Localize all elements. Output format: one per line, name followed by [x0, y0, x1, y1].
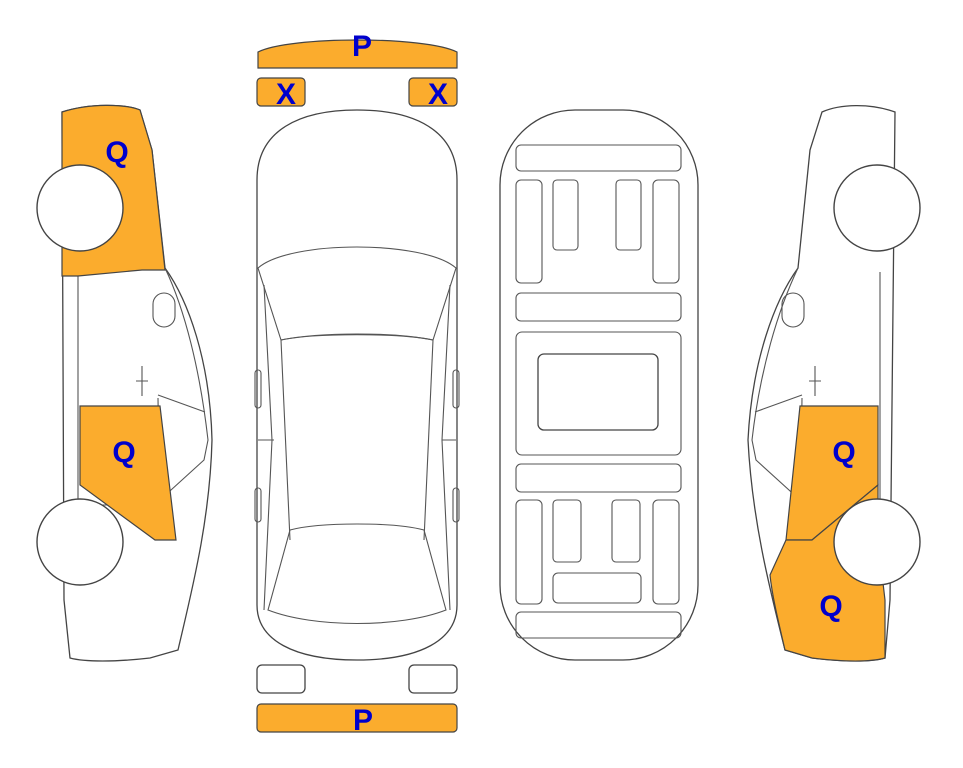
right-mirror-top [452, 369, 460, 409]
under-front-left-block [552, 179, 579, 251]
under-center-frame [515, 331, 682, 456]
rear-bumper-code: P [353, 704, 373, 737]
right-rear-mirror-top [452, 487, 460, 523]
left-side-front-handle [136, 366, 148, 396]
right-side-view: Q Q [747, 105, 921, 662]
right-rear-wheel [833, 498, 921, 586]
left-headlight-code: X [276, 78, 296, 111]
right-taillight [408, 664, 458, 694]
under-cross-bar-1 [515, 292, 682, 322]
left-side-mirror [152, 292, 176, 328]
right-headlight-panel[interactable] [408, 77, 458, 107]
top-body-outline [256, 109, 458, 661]
right-side-front-handle [809, 366, 821, 396]
right-rear-quarter-code: Q [819, 590, 842, 623]
right-side-mirror [781, 292, 805, 328]
left-rear-door-code: Q [112, 436, 135, 469]
left-taillight [256, 664, 306, 694]
under-center-plate [537, 353, 659, 431]
front-bumper-code: P [352, 30, 372, 63]
right-rear-door-code: Q [832, 436, 855, 469]
windshield-outline [257, 246, 457, 341]
under-rear-bar [515, 611, 682, 639]
under-front-right-block [615, 179, 642, 251]
right-door-line [441, 284, 456, 611]
left-side-view: Q Q [36, 104, 213, 662]
underside-view [499, 109, 699, 661]
left-rear-quarter-code: Q [105, 136, 128, 169]
front-bumper-panel[interactable] [257, 39, 458, 69]
under-front-bar [515, 144, 682, 172]
left-door-line [258, 284, 274, 611]
under-front-left-rail [515, 179, 543, 284]
under-rear-plate [552, 572, 642, 604]
top-view: P X X P [254, 30, 460, 737]
right-headlight-code: X [428, 78, 448, 111]
rear-bumper-panel[interactable] [256, 703, 458, 733]
roof-outline [280, 333, 434, 541]
right-front-wheel [833, 164, 921, 252]
under-front-right-rail [652, 179, 680, 284]
left-rear-wheel [36, 164, 124, 252]
under-rear-left-block [552, 499, 582, 563]
under-cross-bar-2 [515, 463, 682, 493]
left-rear-door-panel[interactable] [79, 405, 177, 541]
under-rear-right-rail [652, 499, 680, 605]
left-front-wheel [36, 498, 124, 586]
left-headlight-panel[interactable] [256, 77, 306, 107]
left-side-window-frame [159, 267, 209, 501]
rear-window-outline [267, 523, 447, 625]
under-rear-right-block [611, 499, 641, 563]
left-mirror-top [254, 369, 262, 409]
under-rear-left-rail [515, 499, 543, 605]
right-side-window-frame [751, 267, 801, 501]
left-rear-mirror-top [254, 487, 262, 523]
